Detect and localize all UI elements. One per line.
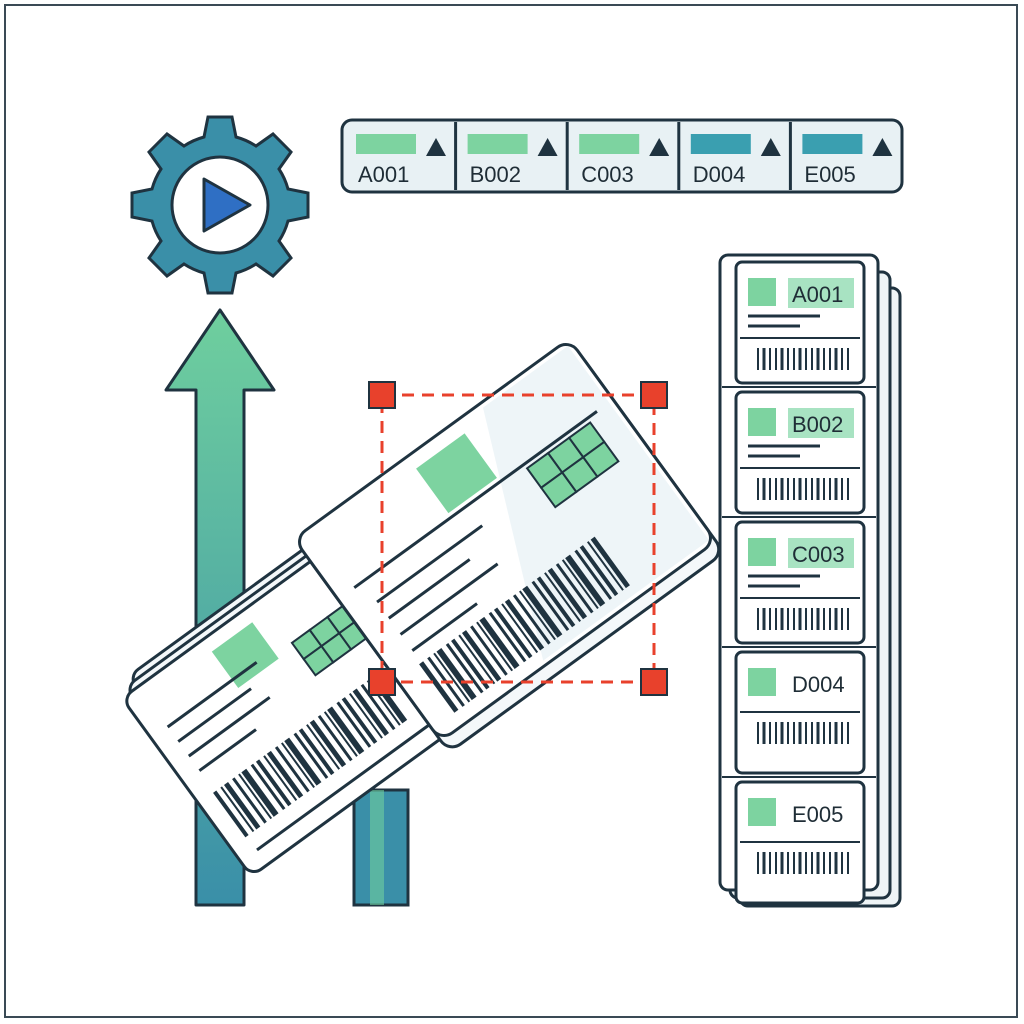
stack-label[interactable]: B002 [722,386,876,515]
label-id-highlight [788,408,854,438]
sort-up-icon[interactable] [760,138,781,156]
label-swatch [748,408,776,436]
strip-swatch [356,134,416,154]
sort-up-icon[interactable] [872,138,893,156]
label-swatch [748,668,776,696]
strip-cell[interactable]: A001 [356,134,446,187]
strip-cell[interactable]: C003 [565,122,670,190]
stack-label[interactable]: D004 [722,646,876,775]
label-swatch [748,538,776,566]
strip-cell-label: D004 [693,162,746,187]
barcode [213,675,408,838]
outer-frame [4,4,1018,1018]
barcode [757,608,849,630]
stack-label[interactable]: A001 [734,260,866,385]
barcode [757,348,849,370]
sort-up-icon[interactable] [649,138,670,156]
strip-cell[interactable]: B002 [454,122,558,190]
stack-label-id: A001 [792,282,843,307]
gear-play-icon[interactable] [130,115,310,295]
barcode [757,478,849,500]
strip-cell-label: A001 [358,162,409,187]
strip-cell-label: B002 [470,162,521,187]
strip-cell[interactable]: D004 [677,122,781,190]
stack-label-id: B002 [792,412,843,437]
barcode [757,722,849,744]
strip-swatch [579,134,640,154]
strip-swatch [467,134,528,154]
barcode [757,852,849,874]
label-id-highlight [788,278,854,308]
strip-swatch [690,134,751,154]
stack-label-id: E005 [792,802,843,827]
resize-handle-bottom-left[interactable] [368,668,396,696]
stack-label[interactable]: C003 [722,516,876,645]
resize-handle-bottom-right[interactable] [640,668,668,696]
label-swatch [748,798,776,826]
document-front[interactable] [294,339,724,752]
strip-cell-label: C003 [581,162,634,187]
strip-cell[interactable]: E005 [788,122,893,190]
sort-up-icon[interactable] [537,138,558,156]
resize-handle-top-left[interactable] [368,381,396,409]
sort-up-icon[interactable] [426,138,446,156]
resize-handle-top-right[interactable] [640,381,668,409]
label-swatch [748,278,776,306]
strip-swatch [802,134,863,154]
strip-cell-label: E005 [804,162,855,187]
header-strip: A001 B002 C003 D004 E005 [340,118,904,194]
label-id-highlight [788,538,854,568]
stack-label-id: D004 [792,672,845,697]
stack-label[interactable]: E005 [722,776,876,905]
selection-box[interactable] [368,381,668,696]
play-icon [202,177,252,233]
stack-label-id: C003 [792,542,845,567]
barcode [419,536,630,713]
